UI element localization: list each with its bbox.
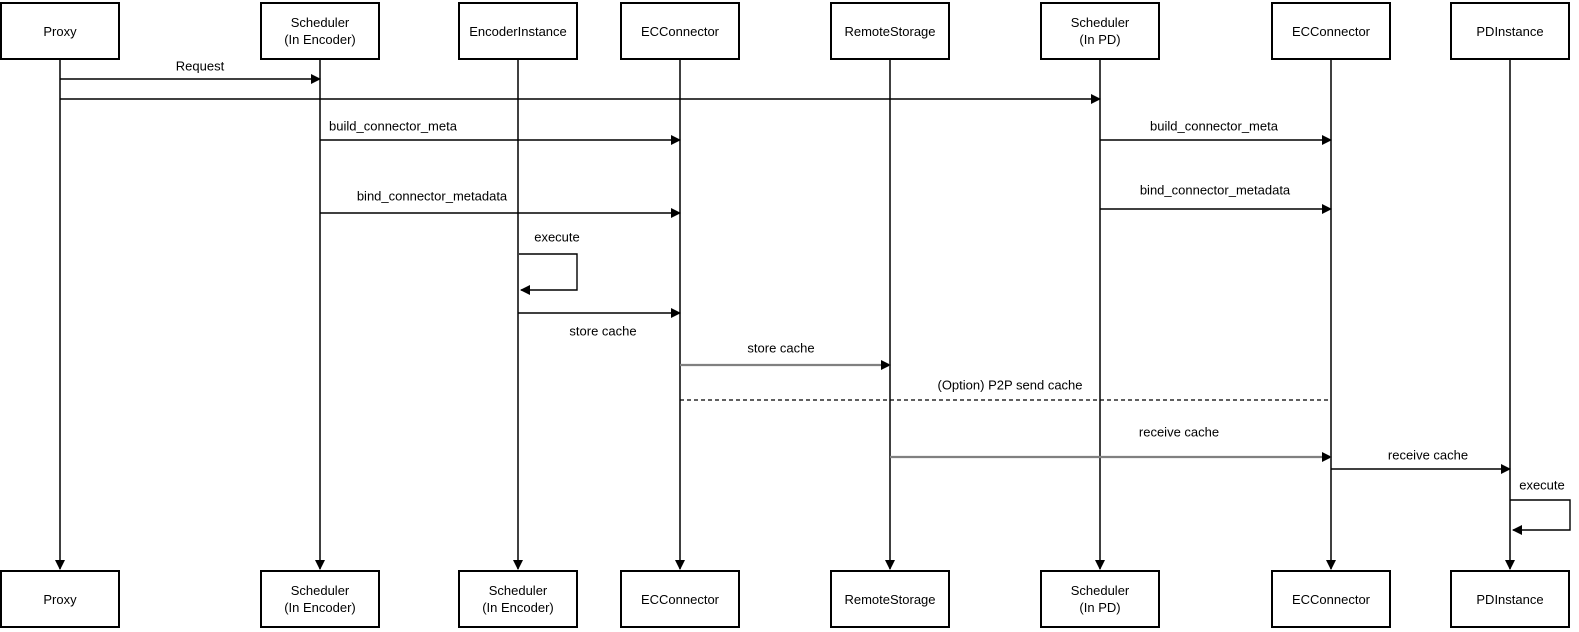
actor-bottom-ec-connector-pd: ECConnector xyxy=(1271,570,1391,628)
actor-bottom-scheduler-pd: Scheduler (In PD) xyxy=(1040,570,1160,628)
actor-top-pd-instance: PDInstance xyxy=(1450,2,1570,60)
actor-top-remote-storage: RemoteStorage xyxy=(830,2,950,60)
message-label-receive-cache-2: receive cache xyxy=(1387,447,1469,463)
actor-label: Scheduler xyxy=(1070,583,1130,598)
message-label-receive-cache-1: receive cache xyxy=(1138,424,1220,440)
actor-top-ec-connector-pd: ECConnector xyxy=(1271,2,1391,60)
actor-label: Scheduler xyxy=(1070,15,1130,30)
arrow-execute-self-loop-pd xyxy=(1510,499,1571,535)
message-label-execute-encoder: execute xyxy=(534,229,580,245)
actor-label: (In Encoder) xyxy=(284,600,356,615)
actor-label: Scheduler xyxy=(488,583,548,598)
message-label-build-connector-meta-pd: build_connector_meta xyxy=(1150,118,1278,134)
actor-top-encoder-instance: EncoderInstance xyxy=(458,2,578,60)
actor-label: ECConnector xyxy=(640,591,720,607)
actor-label: (In Encoder) xyxy=(284,32,356,47)
actor-label: ECConnector xyxy=(640,23,720,39)
arrow-execute-self-loop-encoder xyxy=(519,253,578,295)
actor-label: ECConnector xyxy=(1291,591,1371,607)
actor-top-scheduler-pd: Scheduler (In PD) xyxy=(1040,2,1160,60)
actor-label: Proxy xyxy=(43,23,77,39)
actor-label: (In PD) xyxy=(1079,32,1121,47)
actor-label: Scheduler xyxy=(290,15,350,30)
message-label-p2p-send-cache: (Option) P2P send cache xyxy=(937,377,1083,393)
message-label-store-cache-1: store cache xyxy=(569,323,637,339)
actor-bottom-remote-storage: RemoteStorage xyxy=(830,570,950,628)
actor-bottom-encoder-instance: Scheduler (In Encoder) xyxy=(458,570,578,628)
actor-bottom-scheduler-encoder: Scheduler (In Encoder) xyxy=(260,570,380,628)
message-label-bind-connector-metadata-encoder: bind_connector_metadata xyxy=(356,188,508,204)
actor-label: Proxy xyxy=(43,591,77,607)
actor-label: ECConnector xyxy=(1291,23,1371,39)
actor-label: PDInstance xyxy=(1476,591,1544,607)
actor-label: EncoderInstance xyxy=(469,23,567,39)
message-label-execute-pd: execute xyxy=(1519,477,1565,493)
actor-top-proxy: Proxy xyxy=(0,2,120,60)
actor-bottom-proxy: Proxy xyxy=(0,570,120,628)
actor-top-scheduler-encoder: Scheduler (In Encoder) xyxy=(260,2,380,60)
message-label-bind-connector-metadata-pd: bind_connector_metadata xyxy=(1139,182,1291,198)
actor-label: (In Encoder) xyxy=(482,600,554,615)
actor-label: RemoteStorage xyxy=(844,23,936,39)
actor-top-ec-connector-encoder: ECConnector xyxy=(620,2,740,60)
message-label-store-cache-2: store cache xyxy=(747,340,815,356)
actor-label: PDInstance xyxy=(1476,23,1544,39)
actor-label: (In PD) xyxy=(1079,600,1121,615)
actor-bottom-pd-instance: PDInstance xyxy=(1450,570,1570,628)
message-label-build-connector-meta-encoder: build_connector_meta xyxy=(329,118,457,134)
actor-label: Scheduler xyxy=(290,583,350,598)
actor-label: RemoteStorage xyxy=(844,591,936,607)
actor-bottom-ec-connector-encoder: ECConnector xyxy=(620,570,740,628)
message-label-request: Request xyxy=(175,58,225,74)
